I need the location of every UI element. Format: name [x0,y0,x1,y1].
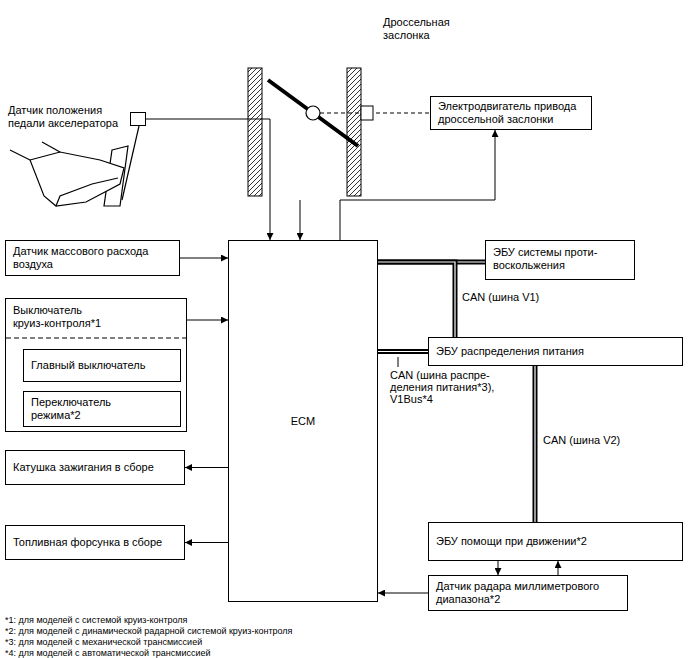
can-bus [535,366,536,522]
switch-box: Главный выключатель [23,349,181,382]
node-text: Топливная форсунка в сборе [13,536,177,549]
signal-arrow [378,593,428,594]
bus-line-core [378,351,428,352]
bus-line [378,262,455,337]
node-text: Переключатель режима*2 [31,396,121,422]
bus-label: CAN (шина распре- деления питания*3), V1… [390,369,500,405]
arrow-line [185,467,228,468]
signal-arrow [340,130,495,240]
actuator-box: Топливная форсунка в сборе [5,525,185,560]
footnote: *4: для моделей с автоматической трансми… [5,648,505,658]
node-text: Датчик массового расхода воздуха [13,245,172,271]
ecu-box: ЭБУ распределения питания [428,337,683,366]
bus-line-core [534,366,535,522]
arrow-line [187,320,228,321]
sensor-box: Датчик массового расхода воздуха [5,240,180,276]
bus-line [378,349,428,354]
sensor-box: Датчик радара миллиметрового диапазона*2 [428,575,628,611]
signal-arrow [558,561,559,575]
actuator-box: Электродвигатель привода дроссельной зас… [430,96,592,130]
signal-arrow [187,320,228,321]
node-text: ЭБУ системы проти- воскольжения [493,246,627,272]
node-text: ЭБУ распределения питания [436,345,675,358]
arrow-line [185,542,228,543]
arrow-line [498,561,499,575]
footnote: *3: для моделей с механической трансмисс… [5,637,505,648]
sensor-square [130,112,146,126]
arrow-line [340,130,495,240]
ecm-box: ECM [228,240,378,602]
footnote: *1: для моделей с системой круиз-контрол… [5,615,505,626]
ecu-box: ЭБУ помощи при движении*2 [428,522,683,561]
switch-box: Переключатель режима*2 [23,391,181,427]
can-bus [378,262,455,337]
arrow-line [558,561,559,575]
footnote: *2: для моделей с динамической радарной … [5,626,505,637]
arrow-line [378,593,428,594]
sensor-node: Датчик положения педали акселератора [8,104,148,138]
signal-arrow [185,467,228,468]
actuator-box: Катушка зажигания в сборе [5,450,185,485]
label-leader [398,357,399,367]
bus-label: CAN (шина V1) [462,291,552,303]
can-bus [378,351,428,352]
throttle-valve [248,68,430,196]
node-text: Датчик положения педали акселератора [8,104,122,130]
node-text: ECM [291,415,315,428]
accelerator-pedal [10,126,139,206]
arrow-line [180,258,228,259]
signal-arrow [146,119,270,240]
signal-arrow [185,542,228,543]
node-text: Выключатель круиз-контроля*1 [13,304,113,330]
switch-group-box: Выключатель круиз-контроля*1Главный выкл… [5,298,187,432]
part-label: Дроссельная заслонка [383,16,473,42]
ecu-box: ЭБУ системы проти- воскольжения [485,240,635,280]
bus-label: CAN (шина V2) [543,434,633,446]
node-text: Датчик радара миллиметрового диапазона*2 [436,580,620,606]
arrow-line [146,119,270,240]
bus-line [533,366,538,522]
signal-arrow [180,258,228,259]
node-text: ЭБУ помощи при движении*2 [436,535,675,548]
node-text: Электродвигатель привода дроссельной зас… [438,100,584,126]
cruise-switch-divider [6,338,186,339]
bus-line-core [378,262,455,337]
node-text: Катушка зажигания в сборе [13,461,177,474]
signal-arrow [498,561,499,575]
throttle-signal-wire [300,200,301,240]
node-text: Главный выключатель [31,359,173,372]
